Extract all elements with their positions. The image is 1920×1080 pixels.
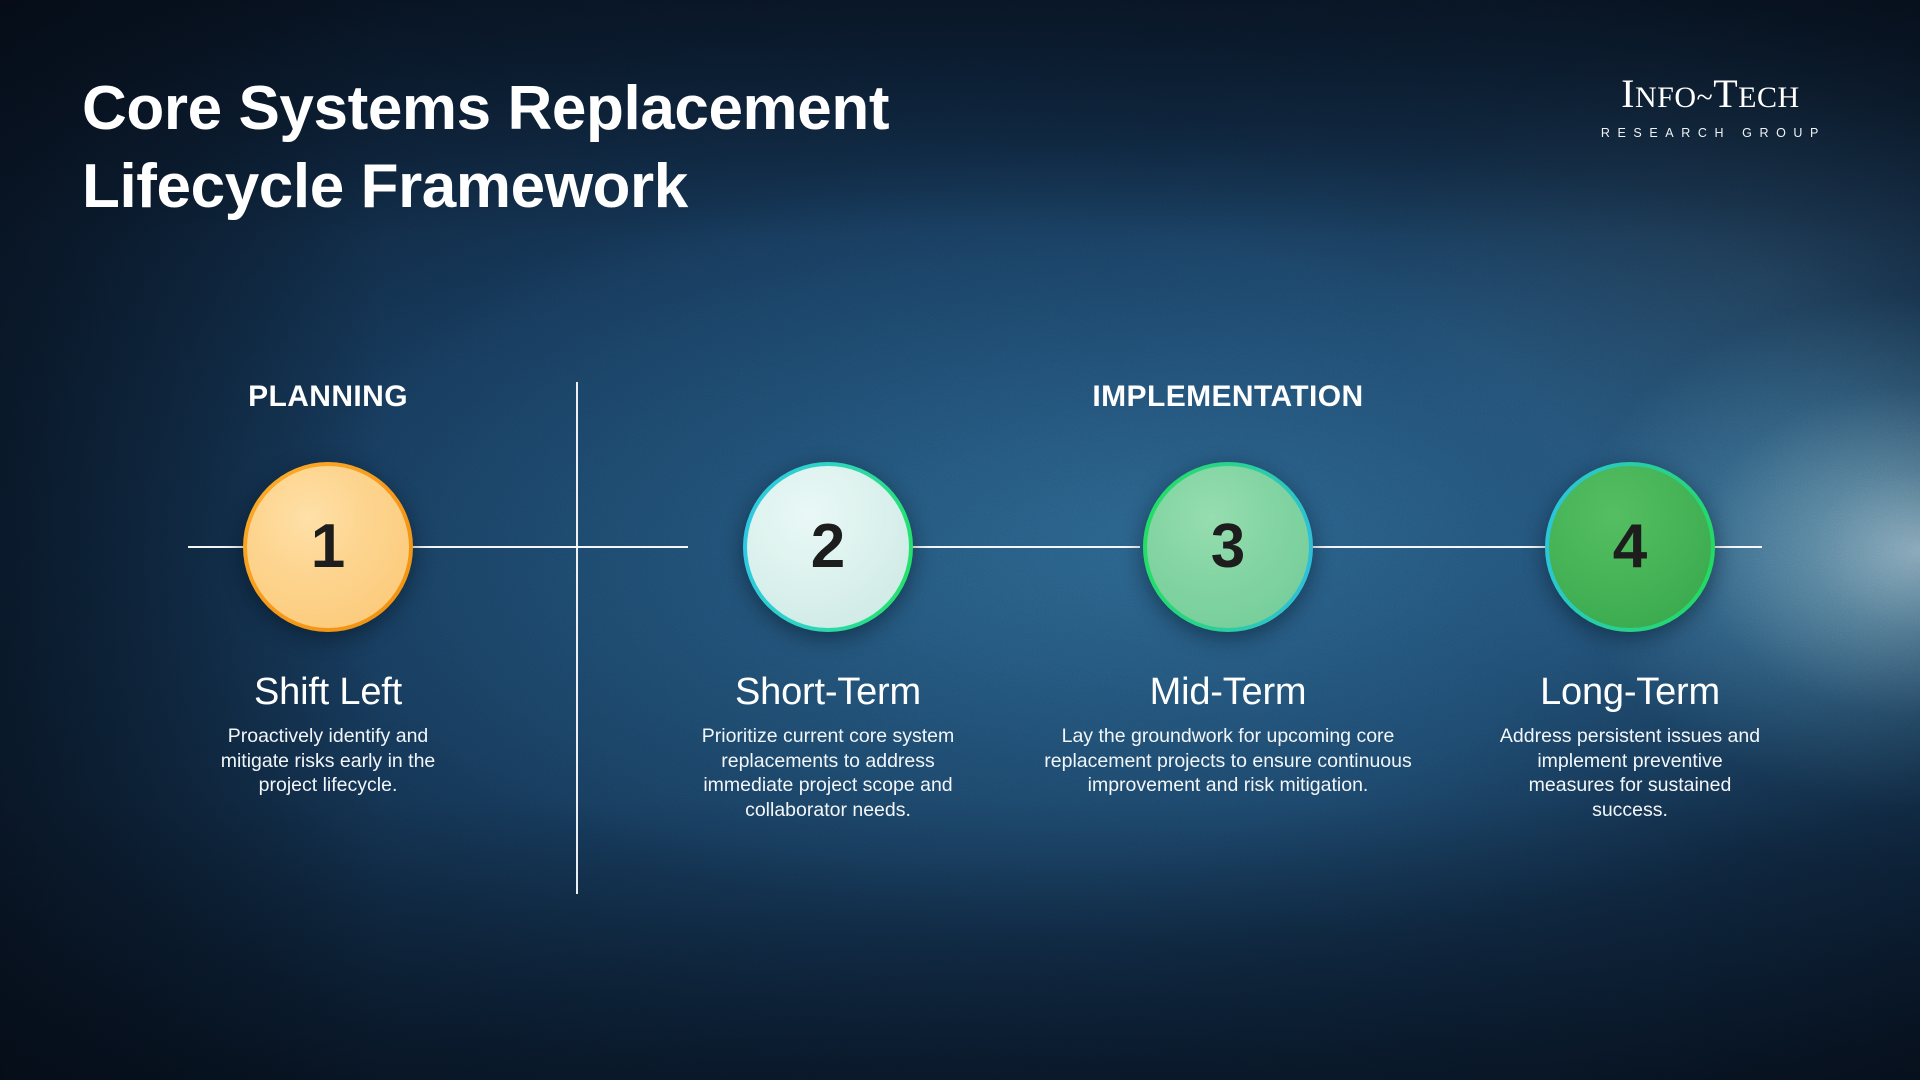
step-description: Proactively identify and mitigate risks … — [220, 725, 436, 796]
phase-label-implementation: IMPLEMENTATION — [1092, 380, 1364, 413]
timeline-rail-segment — [188, 546, 688, 548]
timeline-step[interactable]: 1 Shift Left Proactively identify and mi… — [148, 462, 508, 798]
step-circle-1[interactable]: 1 — [243, 462, 413, 632]
timeline-rail-segment — [910, 546, 1140, 548]
step-title: Mid-Term — [1149, 671, 1307, 713]
brand-logo: INFO~TECH RESEARCH GROUP — [1595, 72, 1826, 142]
timeline-step[interactable]: 3 Mid-Term Lay the groundwork for upcomi… — [1018, 462, 1438, 798]
step-circle-3[interactable]: 3 — [1143, 462, 1313, 632]
logo-letters-nfo: NFO — [1634, 81, 1697, 114]
timeline-step[interactable]: 4 Long-Term Address persistent issues an… — [1450, 462, 1810, 822]
logo-letters-ech: ECH — [1738, 81, 1800, 114]
step-title: Long-Term — [1540, 671, 1720, 713]
step-circle-fill — [1549, 466, 1711, 628]
phase-divider-line — [576, 382, 578, 894]
logo-letter-t: T — [1713, 71, 1739, 116]
step-title: Shift Left — [254, 671, 402, 713]
step-number: 4 — [1612, 512, 1648, 581]
page-title: Core Systems Replacement Lifecycle Frame… — [82, 74, 890, 221]
step-circle-fill — [1147, 466, 1309, 628]
timeline-step[interactable]: 2 Short-Term Prioritize current core sys… — [648, 462, 1008, 822]
timeline-rail-segment — [1712, 546, 1762, 548]
step-circle-fill — [747, 466, 909, 628]
step-circle-fill — [247, 466, 409, 628]
step-description: Prioritize current core system replaceme… — [701, 725, 955, 821]
brand-logo-subtitle: RESEARCH GROUP — [1600, 126, 1826, 140]
logo-tilde: ~ — [1696, 81, 1714, 114]
step-circle-4[interactable]: 4 — [1545, 462, 1715, 632]
step-number: 1 — [310, 512, 346, 581]
step-number: 2 — [810, 512, 846, 581]
step-description: Lay the groundwork for upcoming core rep… — [1044, 725, 1412, 796]
logo-letter-i: I — [1621, 71, 1635, 116]
brand-logo-wordmark: INFO~TECH — [1595, 72, 1826, 120]
phase-label-planning: PLANNING — [248, 380, 408, 413]
step-circle-2[interactable]: 2 — [743, 462, 913, 632]
step-description: Address persistent issues and implement … — [1499, 725, 1761, 821]
step-title: Short-Term — [735, 671, 921, 713]
step-number: 3 — [1210, 512, 1246, 581]
timeline-rail-segment — [1310, 546, 1548, 548]
